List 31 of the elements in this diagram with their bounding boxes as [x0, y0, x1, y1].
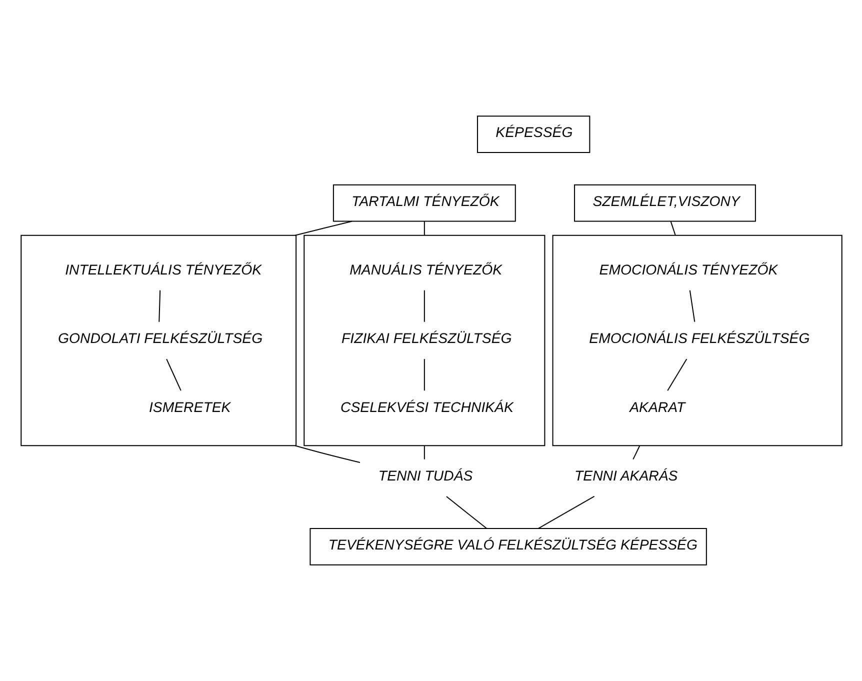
node-box: TEVÉKENYSÉGRE VALÓ FELKÉSZÜLTSÉG KÉPESSÉG: [309, 528, 706, 566]
connector: [632, 445, 640, 460]
node-box: SZEMLÉLET,VISZONY: [574, 184, 756, 222]
node-text: MANUÁLIS TÉNYEZŐK: [349, 261, 502, 278]
node-text: CSELEKVÉSI TECHNIKÁK: [340, 398, 513, 415]
cluster: [303, 234, 545, 446]
node-text: EMOCIONÁLIS TÉNYEZŐK: [598, 261, 778, 278]
connector: [666, 358, 687, 391]
cluster: [20, 234, 296, 446]
connector: [423, 446, 424, 460]
connector: [538, 496, 594, 529]
cluster: [552, 234, 842, 446]
node-text: EMOCIONÁLIS FELKÉSZÜLTSÉG: [588, 330, 810, 346]
node-text: ISMERETEK: [148, 398, 230, 415]
connector: [688, 290, 695, 322]
connector: [670, 221, 676, 236]
connector: [446, 496, 486, 529]
connector: [294, 445, 360, 463]
node-text: TENNI TUDÁS: [378, 468, 472, 484]
node-text: INTELLEKTUÁLIS TÉNYEZŐK: [64, 261, 262, 278]
connector: [423, 359, 424, 391]
node-box: KÉPESSÉG: [476, 116, 590, 153]
node-text: GONDOLATI FELKÉSZÜLTSÉG: [58, 330, 262, 346]
connector: [423, 290, 424, 322]
node-text: FIZIKAI FELKÉSZÜLTSÉG: [341, 330, 512, 346]
node-text: TENNI AKARÁS: [574, 468, 678, 484]
node-box: TARTALMI TÉNYEZŐK: [332, 184, 516, 222]
connector: [166, 358, 181, 391]
node-text: AKARAT: [629, 398, 685, 415]
connector: [423, 222, 424, 236]
connector: [158, 290, 160, 322]
